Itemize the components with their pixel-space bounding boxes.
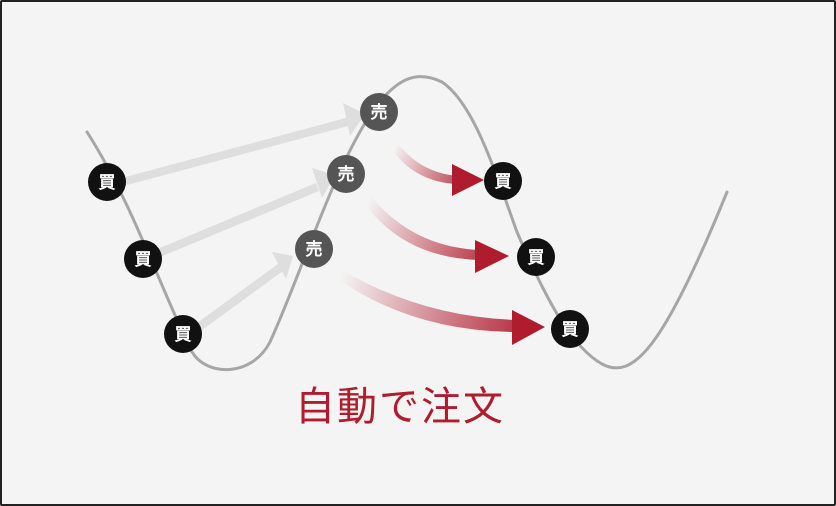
svg-text:売: 売 [306,239,323,260]
svg-text:買: 買 [175,325,192,345]
buy-badge: 買 [124,240,162,278]
svg-text:買: 買 [528,248,545,268]
svg-text:買: 買 [99,173,116,193]
buy-badge: 買 [551,310,589,348]
svg-text:買: 買 [562,320,579,340]
svg-text:売: 売 [371,102,388,123]
buy-badge: 買 [484,162,522,200]
sell-badge: 売 [327,155,365,193]
svg-text:売: 売 [338,164,355,185]
sell-to-buy-arrow [362,195,509,273]
sell-to-buy-arrow [335,270,545,345]
buy-to-sell-arrow [114,103,365,188]
buy-badge: 買 [517,238,555,276]
buy-badge: 買 [164,315,202,353]
svg-text:買: 買 [495,172,512,192]
buy-to-sell-arrow [193,252,293,333]
buy-badge: 買 [88,163,126,201]
price-wave-line [85,75,729,372]
sell-badge: 売 [360,93,398,131]
svg-text:買: 買 [135,250,152,270]
auto-order-caption: 自動で注文 [295,384,505,430]
sell-to-buy-arrow [388,139,484,196]
sell-badge: 売 [295,230,333,268]
